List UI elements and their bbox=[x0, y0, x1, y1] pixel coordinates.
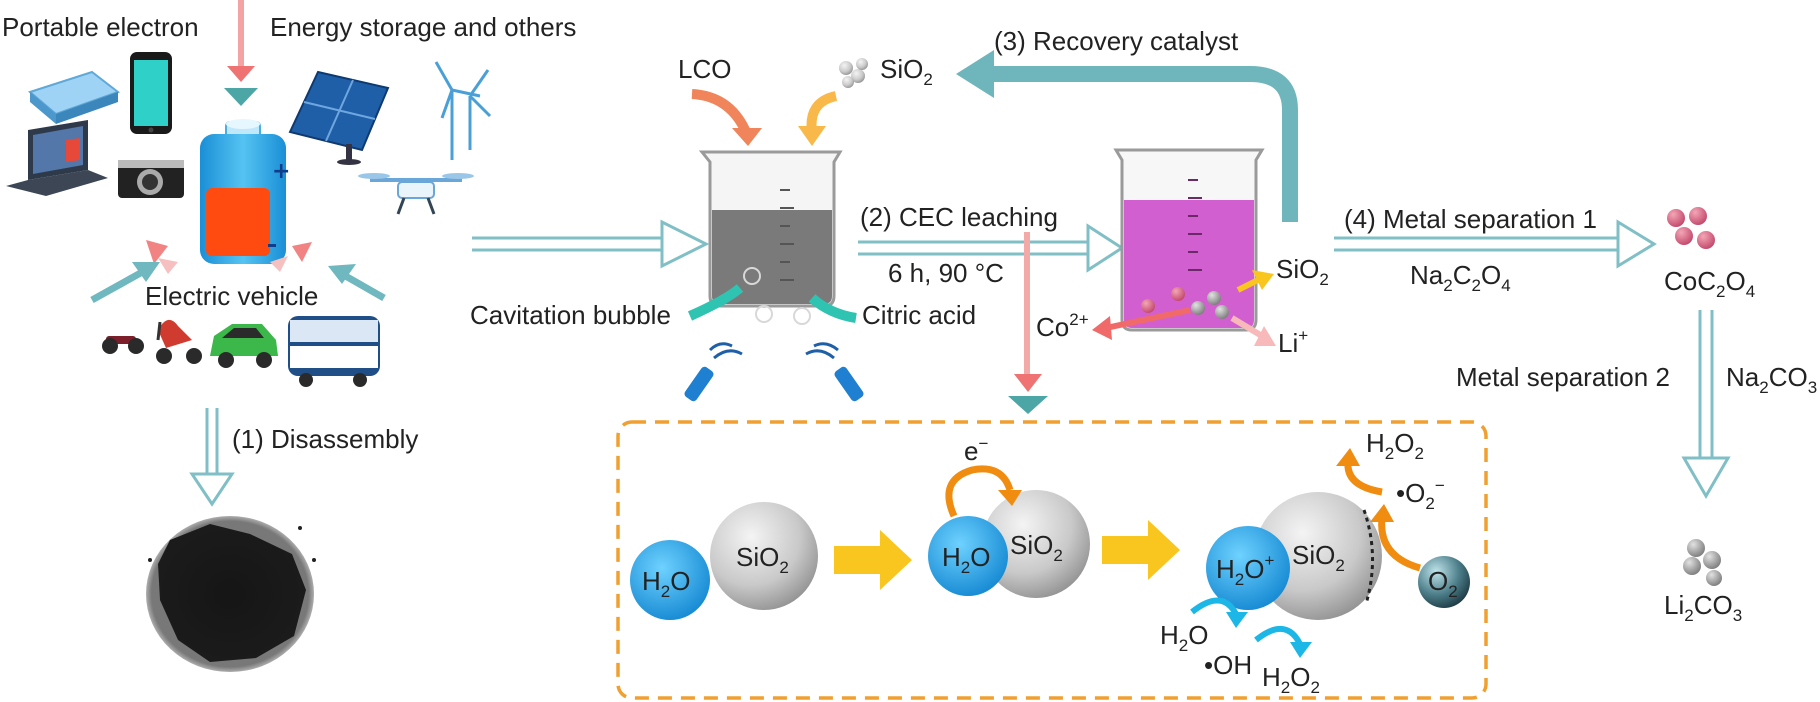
h2o-stage2-label: H2O bbox=[942, 542, 990, 577]
battery-icon: + bbox=[200, 119, 290, 264]
orange-arrow-o2 bbox=[1378, 517, 1422, 572]
hoverboard-icon bbox=[102, 336, 144, 354]
lithium-carbonate-particles bbox=[1683, 539, 1722, 586]
electron-transfer-arrow bbox=[945, 465, 1014, 518]
hydroxyl-label: •OH bbox=[1204, 650, 1252, 680]
recovery-catalyst-arrow bbox=[956, 50, 1298, 222]
citric-acid-label: Citric acid bbox=[862, 300, 976, 330]
laptop-icon bbox=[6, 120, 108, 196]
incoming-pink-arrow bbox=[224, 0, 258, 106]
sio2-stage3-label: SiO2 bbox=[1292, 540, 1345, 575]
superoxide-label: •O2− bbox=[1396, 476, 1445, 513]
disassembly-arrow bbox=[189, 408, 235, 507]
h2o-stage1-label: H2O bbox=[642, 566, 690, 601]
separation1-arrow bbox=[1334, 219, 1657, 269]
o2-label: O2 bbox=[1428, 566, 1458, 601]
mechanism-panel: SiO2 H2O SiO2 H2O e− SiO2 H2O+ O2 •O2− H… bbox=[616, 420, 1488, 700]
mechanism-link-arrow bbox=[1008, 232, 1048, 414]
black-mass-powder bbox=[146, 516, 316, 672]
sodium-carbonate-label: Na2CO3 bbox=[1726, 362, 1817, 397]
lithium-ion-label: Li+ bbox=[1278, 326, 1308, 358]
leachate-beaker bbox=[1113, 148, 1265, 332]
h2o-plus-label: H2O+ bbox=[1216, 551, 1274, 589]
sio2-stage1-label: SiO2 bbox=[736, 542, 789, 577]
svg-text:+: + bbox=[272, 159, 290, 184]
h2o-plus-sphere bbox=[1206, 526, 1290, 610]
sodium-oxalate-label: Na2C2O4 bbox=[1410, 260, 1511, 295]
camera-icon bbox=[118, 160, 184, 198]
leaching-inputs: LCO SiO2 bbox=[678, 54, 933, 146]
cyan-arrow-1 bbox=[1190, 597, 1239, 616]
sio2-sphere-stage2 bbox=[982, 490, 1090, 598]
yellow-arrow-1 bbox=[834, 530, 912, 590]
car-icon bbox=[210, 324, 278, 368]
bus-icon bbox=[288, 316, 380, 387]
sio2-particles-icon bbox=[839, 58, 868, 88]
cavitation-bubble-label: Cavitation bubble bbox=[470, 300, 671, 330]
o2-sphere bbox=[1418, 556, 1470, 608]
sio2-sphere-stage1 bbox=[710, 502, 818, 610]
h2o2-top-label: H2O2 bbox=[1366, 428, 1424, 463]
battery-sources: Portable electron Energy storage and oth… bbox=[2, 0, 576, 672]
leaching-beaker bbox=[687, 150, 857, 325]
lco-label: LCO bbox=[678, 54, 731, 84]
ion-arrows bbox=[1092, 270, 1276, 346]
solar-panel-icon bbox=[288, 70, 390, 165]
h2o2-bottom-label: H2O2 bbox=[1262, 662, 1320, 697]
cobalt-ion-label: Co2+ bbox=[1036, 310, 1089, 342]
sio2-stage2-label: SiO2 bbox=[1010, 530, 1063, 565]
sio2-recovered-label: SiO2 bbox=[1276, 254, 1329, 289]
ultrasonic-probe-icon bbox=[684, 342, 864, 402]
recovery-catalyst-label: (3) Recovery catalyst bbox=[994, 26, 1239, 56]
h2o-sphere-stage1 bbox=[630, 540, 710, 620]
energy-storage-label: Energy storage and others bbox=[270, 12, 576, 42]
h2o-sphere-stage2 bbox=[928, 516, 1008, 596]
separation1-label: (4) Metal separation 1 bbox=[1344, 204, 1597, 234]
cobalt-oxalate-label: CoC2O4 bbox=[1664, 266, 1755, 301]
yellow-arrow-2 bbox=[1102, 520, 1180, 580]
feed-arrow bbox=[472, 219, 710, 269]
sio2-sphere-stage3 bbox=[1254, 492, 1382, 620]
disassembly-label: (1) Disassembly bbox=[232, 424, 418, 454]
lithium-carbonate-label: Li2CO3 bbox=[1664, 590, 1742, 625]
orange-arrow-superoxide bbox=[1344, 461, 1383, 496]
portable-electron-label: Portable electron bbox=[2, 12, 199, 42]
electric-vehicle-label: Electric vehicle bbox=[145, 281, 318, 311]
power-bank-icon bbox=[27, 70, 121, 124]
cyan-arrow-2 bbox=[1254, 626, 1303, 646]
battery-converging-arrows bbox=[90, 240, 386, 304]
leaching-arrow bbox=[858, 223, 1125, 273]
h2o-bottom-label: H2O bbox=[1160, 620, 1208, 655]
separation2-label: Metal separation 2 bbox=[1456, 362, 1670, 392]
smartphone-icon bbox=[130, 52, 172, 134]
scooter-icon bbox=[156, 319, 202, 364]
sio2-input-label: SiO2 bbox=[880, 54, 933, 89]
leaching-conditions-label: 6 h, 90 °C bbox=[888, 258, 1004, 288]
cobalt-oxalate-particles bbox=[1667, 207, 1715, 249]
drone-icon bbox=[358, 173, 474, 215]
separation2-arrow bbox=[1681, 310, 1731, 499]
cec-leaching-label: (2) CEC leaching bbox=[860, 202, 1058, 232]
electron-label: e− bbox=[964, 434, 988, 466]
wind-turbine-icon bbox=[434, 61, 492, 160]
